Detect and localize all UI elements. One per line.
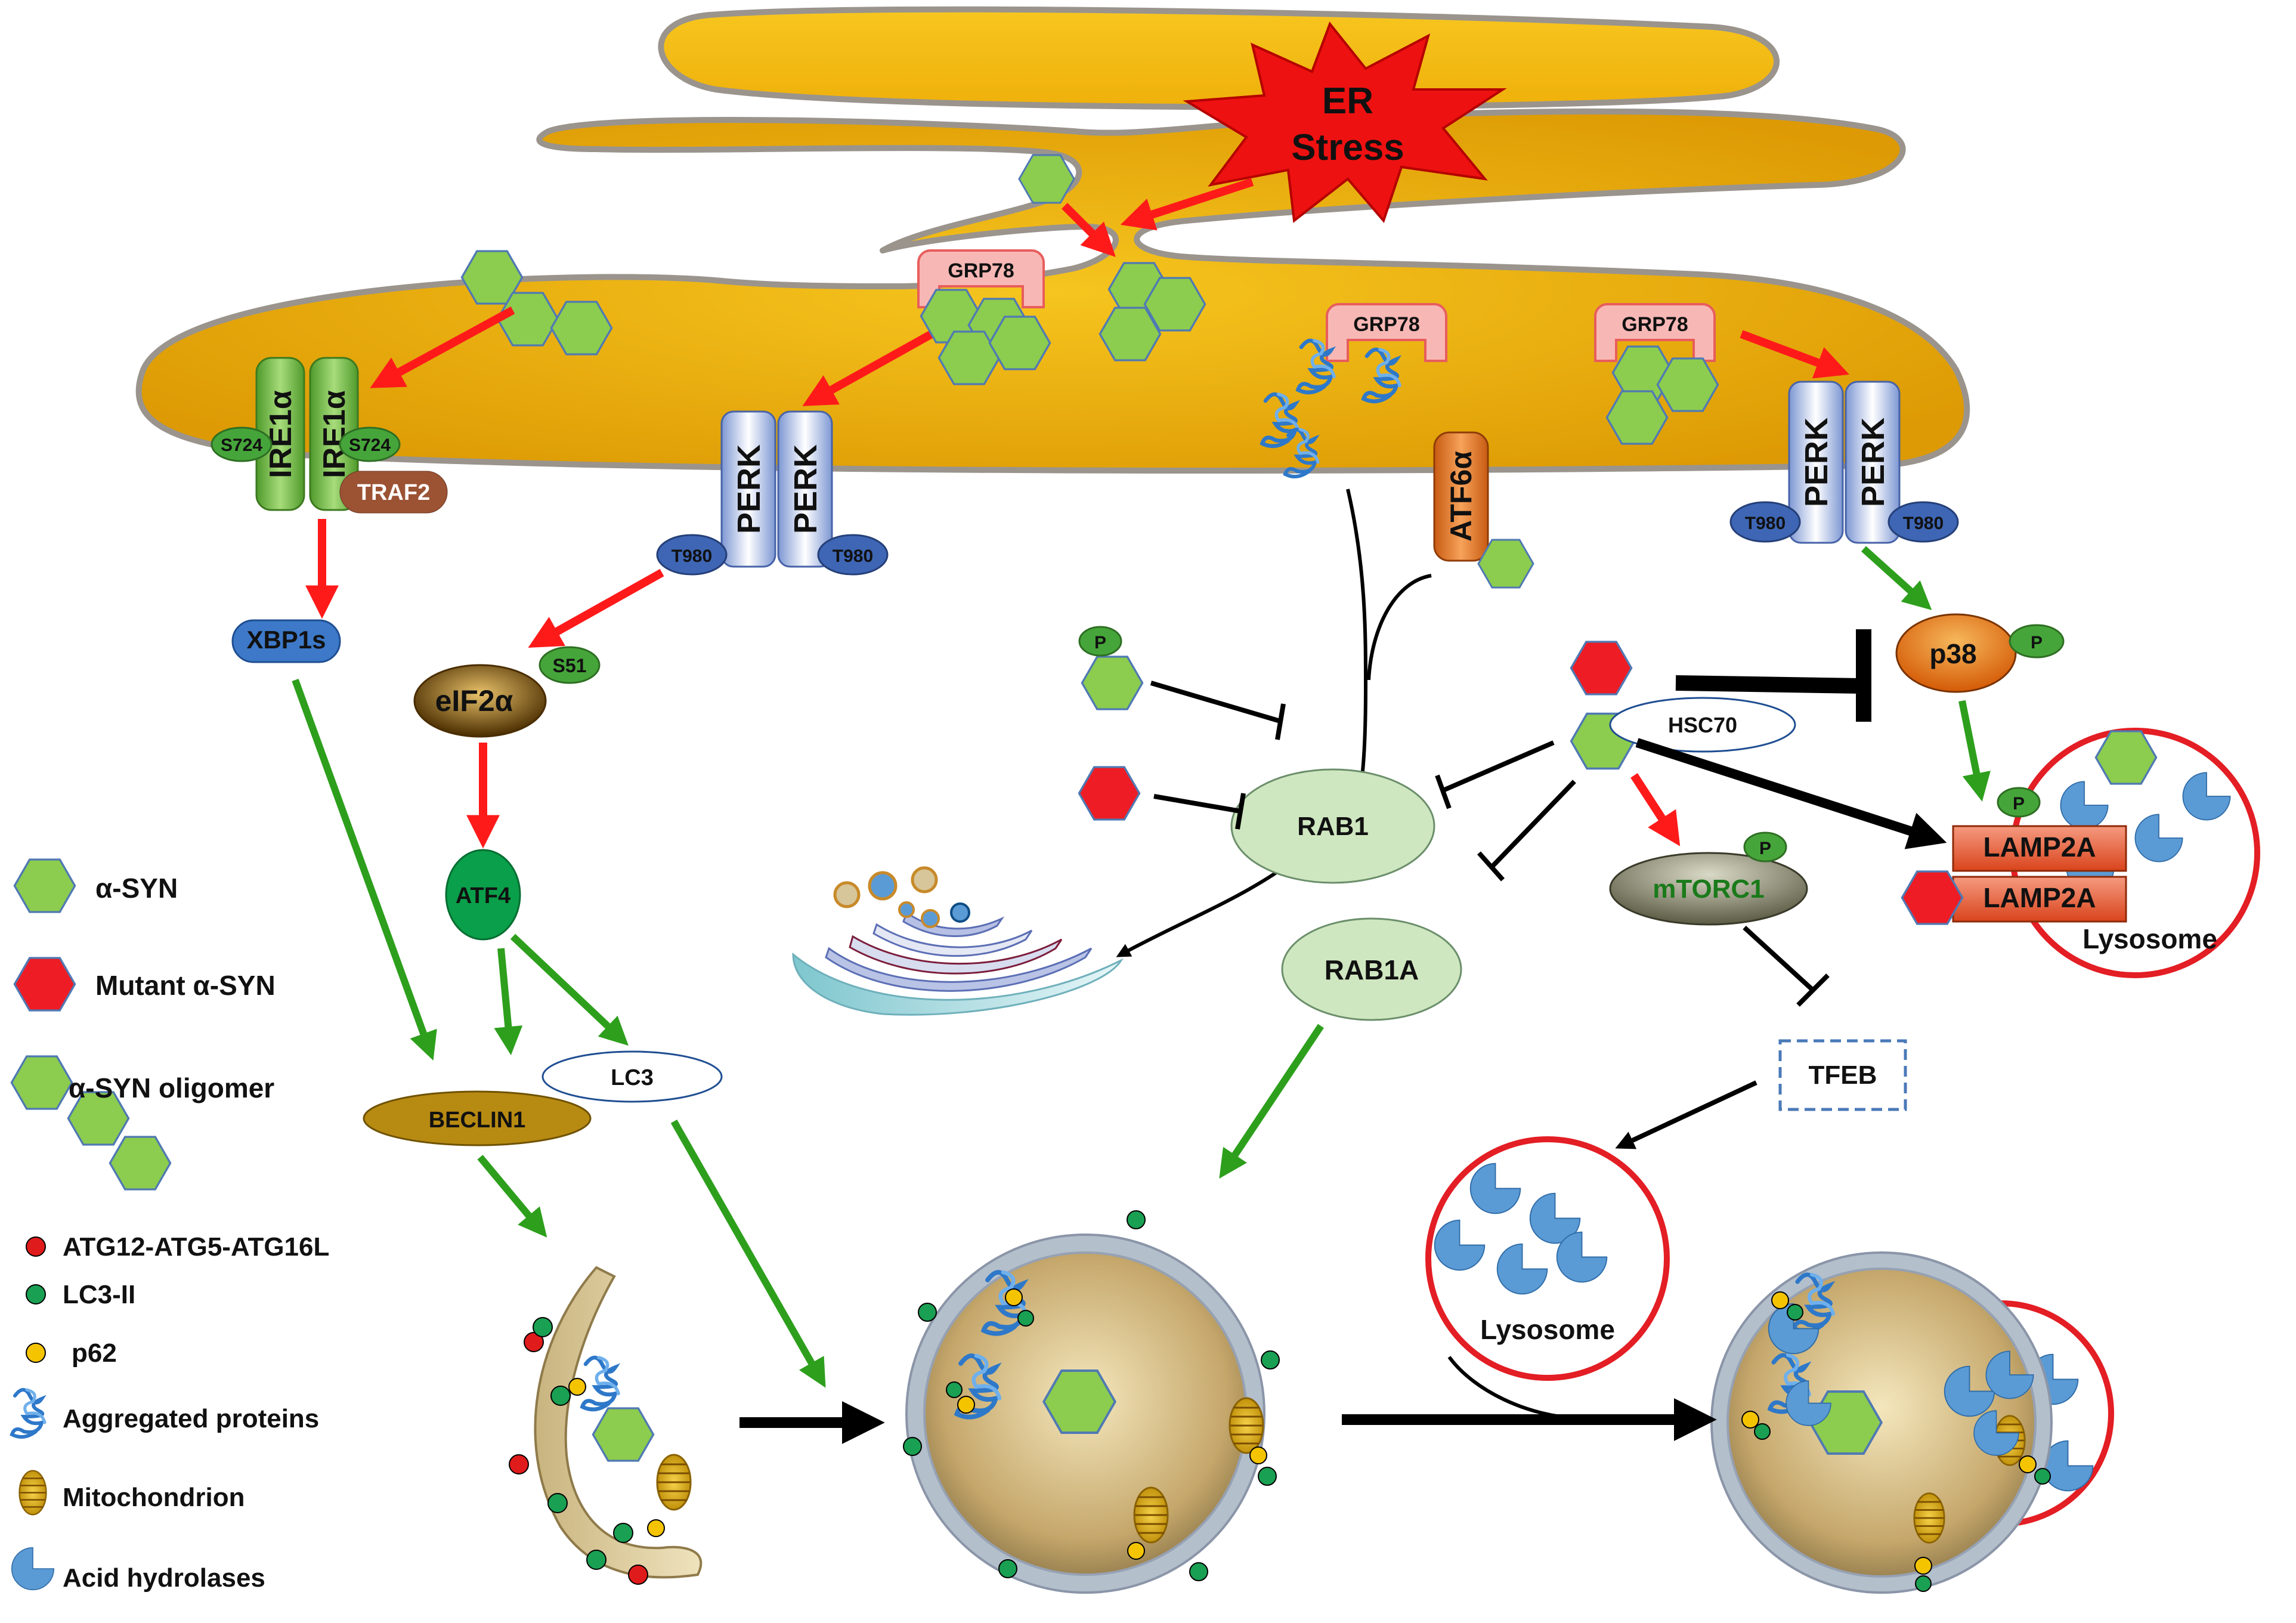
legend-hydrolases-label: Acid hydrolases — [63, 1563, 265, 1593]
lamp2a-lower-label: LAMP2A — [1983, 882, 2096, 913]
eif2a-s51: S51 — [553, 655, 587, 676]
legend: α-SYN Mutant α-SYN α-SYN oligomer ATG12-… — [11, 858, 329, 1593]
legend-oligomer-label: α-SYN oligomer — [69, 1072, 274, 1103]
perk-left-t980-a: T980 — [672, 546, 712, 566]
rab1-inhibition-lines — [1150, 681, 1576, 882]
rab1-node: RAB1 — [1230, 768, 1435, 884]
phospho-label-lamp2a: P — [2013, 794, 2025, 814]
rab1-label: RAB1 — [1297, 812, 1369, 841]
perk-right-t980-b: T980 — [1903, 514, 1944, 533]
atf6-label: ATF6α — [1444, 451, 1478, 542]
perk-left-t980-b: T980 — [833, 546, 873, 566]
phospho-label-p38: P — [2031, 633, 2043, 653]
ire1-s724-left: S724 — [221, 435, 262, 455]
legend-mutant-label: Mutant α-SYN — [95, 970, 276, 1001]
inhibit-mtorc1-tfeb — [1743, 926, 1830, 1007]
perk-dimer-right: PERK PERK T980 T980 — [1729, 381, 1959, 544]
p38-node: p38 P — [1895, 613, 2065, 693]
hsc70-label: HSC70 — [1668, 713, 1737, 737]
atf4-node: ATF4 — [445, 849, 521, 941]
grp78-complex-right: GRP78 — [1594, 303, 1719, 445]
grp78-complex-left: GRP78 — [917, 249, 1051, 385]
tfeb-label: TFEB — [1809, 1061, 1877, 1090]
phospho-asyn: P — [1078, 626, 1144, 710]
tfeb-node: TFEB — [1778, 1039, 1907, 1111]
golgi-apparatus — [792, 866, 1124, 1016]
phospho-label-asyn: P — [1094, 633, 1106, 653]
legend-mito-label: Mitochondrion — [63, 1483, 245, 1512]
legend-aggregated-label: Aggregated proteins — [63, 1404, 319, 1433]
eif2a-label: eIF2α — [435, 684, 513, 718]
xbp1s-label: XBP1s — [246, 626, 326, 654]
perk-left-label-a: PERK — [731, 444, 767, 534]
lamp2a-receptors: LAMP2A LAMP2A P — [1901, 787, 2127, 925]
p38-label: p38 — [1929, 638, 1976, 669]
legend-asyn-label: α-SYN — [95, 873, 178, 904]
arrow-p38-lamp2a — [1958, 700, 1991, 802]
phagophore — [509, 1266, 703, 1585]
arrow-perk-p38 — [1861, 546, 1932, 610]
lysosome-fusion-curve — [1447, 1356, 1581, 1420]
legend-lc3ii-label: LC3-II — [63, 1280, 135, 1309]
traf2-label: TRAF2 — [357, 480, 430, 505]
lysosome-free: Lysosome — [1425, 1136, 1670, 1381]
perk-dimer-left: PERK PERK T980 T980 — [656, 410, 889, 576]
lc3-label: LC3 — [611, 1065, 654, 1090]
beclin1-node: BECLIN1 — [363, 1090, 592, 1146]
mutant-asyn-rab1 — [1078, 766, 1141, 821]
lysosome-label-cma: Lysosome — [2083, 923, 2217, 954]
legend-atg-label: ATG12-ATG5-ATG16L — [63, 1232, 329, 1262]
arrow-hsc70-lamp2a — [1635, 738, 1947, 849]
atf6-receptor: ATF6α — [1433, 431, 1534, 589]
promotion-arrows-left — [292, 678, 1324, 1388]
lc3-node: LC3 — [541, 1050, 723, 1103]
mtorc1-node: mTORC1 P — [1609, 831, 1808, 926]
xbp1s-node: XBP1s — [231, 619, 341, 663]
grp78-label-b: GRP78 — [1353, 313, 1420, 336]
ire1-dimer: IRE1α IRE1α S724 S724 TRAF2 — [211, 357, 448, 514]
grp78-complex-aggregates: GRP78 — [1263, 303, 1447, 477]
rab1a-node: RAB1A — [1281, 917, 1462, 1021]
ire1-label-left: IRE1α — [264, 390, 298, 478]
rab1a-label: RAB1A — [1325, 954, 1419, 985]
legend-p62-label: p62 — [72, 1338, 117, 1368]
eif2a-node: eIF2α S51 — [413, 646, 601, 738]
arrow-asyn-mtorc1 — [1630, 773, 1681, 846]
hsc70-cluster: HSC70 — [1570, 641, 1796, 770]
perk-right-label-a: PERK — [1799, 418, 1834, 507]
er-activation-arrows — [370, 178, 1849, 406]
grp78-label-a: GRP78 — [948, 259, 1014, 282]
mtorc1-label: mTORC1 — [1653, 874, 1764, 904]
er-stress-label-line2: Stress — [1291, 127, 1404, 168]
lysosome-label-free: Lysosome — [1480, 1314, 1615, 1345]
grp78-label-c: GRP78 — [1622, 313, 1688, 336]
perk-right-t980-a: T980 — [1745, 514, 1786, 533]
lamp2a-upper-label: LAMP2A — [1983, 831, 2096, 862]
autolysosome — [1710, 1251, 2114, 1594]
ire1-s724-right: S724 — [349, 435, 391, 455]
autophagosome — [903, 1210, 1280, 1594]
arrow-perk-eif2a — [528, 568, 664, 648]
phospho-label-mtorc1: P — [1759, 839, 1771, 858]
inhibit-asyn-p38 — [1675, 629, 1871, 722]
er-stress-burst: ER Stress — [1183, 21, 1507, 223]
atf4-label: ATF4 — [456, 883, 510, 908]
perk-left-label-b: PERK — [788, 444, 824, 534]
endoplasmic-reticulum — [135, 6, 1970, 474]
beclin1-label: BECLIN1 — [429, 1108, 526, 1133]
er-stress-label-line1: ER — [1322, 81, 1373, 122]
perk-right-label-b: PERK — [1855, 418, 1891, 507]
arrow-tfeb-lysosome — [1615, 1080, 1757, 1149]
